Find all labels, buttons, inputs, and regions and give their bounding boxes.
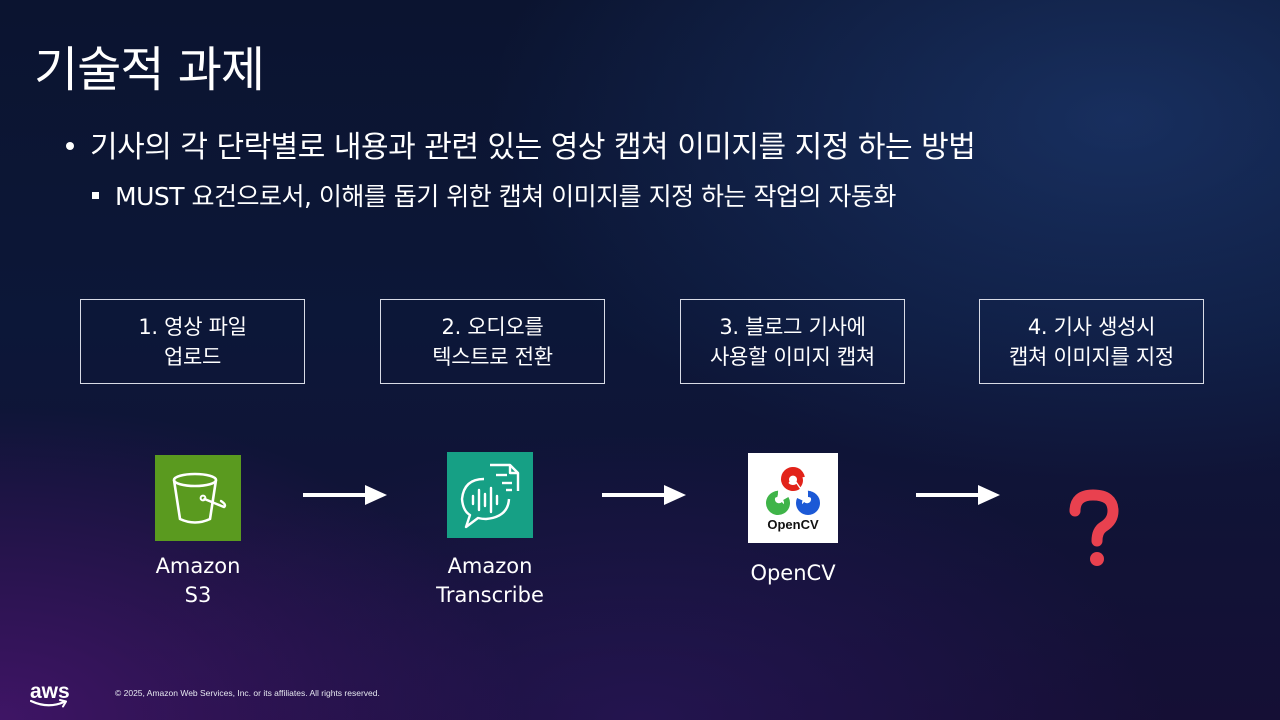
question-mark-icon [1060,486,1130,576]
main-bullet-text: 기사의 각 단락별로 내용과 관련 있는 영상 캡쳐 이미지를 지정 하는 방법 [90,130,976,165]
bullet-square-icon [92,191,99,199]
step-box-3: 3. 블로그 기사에 사용할 이미지 캡쳐 [680,299,905,384]
arrow-right-icon-2 [602,485,686,505]
transcribe-glyph [460,463,520,529]
opencv-rings-icon [766,466,820,515]
copyright-text: © 2025, Amazon Web Services, Inc. or its… [115,688,380,698]
arrow-right-icon-1 [303,485,387,505]
step-box-4: 4. 기사 생성시 캡쳐 이미지를 지정 [979,299,1204,384]
aws-smile-icon [30,699,67,708]
opencv-logo: OpenCV [748,453,838,543]
sub-bullet: MUST 요건으로서, 이해를 돕기 위한 캡쳐 이미지를 지정 하는 작업의 … [92,177,896,213]
question-mark-glyph [1069,489,1119,566]
slide-title: 기술적 과제 [34,42,265,98]
step-box-1: 1. 영상 파일 업로드 [80,299,305,384]
service-label-transcribe: Amazon Transcribe [436,554,544,607]
s3-bucket-glyph [172,472,227,524]
aws-logo: aws [30,680,70,703]
sub-bullet-text: MUST 요건으로서, 이해를 돕기 위한 캡쳐 이미지를 지정 하는 작업의 … [115,182,896,211]
service-label-opencv: OpenCV [750,561,836,585]
arrow-right-icon-3 [916,485,1000,505]
bullet-dot-icon [66,142,74,150]
s3-bucket-icon [155,455,241,541]
service-label-s3: Amazon S3 [155,554,241,607]
main-bullet: 기사의 각 단락별로 내용과 관련 있는 영상 캡쳐 이미지를 지정 하는 방법 [66,122,976,166]
step-box-2: 2. 오디오를 텍스트로 전환 [380,299,605,384]
transcribe-icon [447,452,533,538]
opencv-logo-text: OpenCV [767,516,819,532]
